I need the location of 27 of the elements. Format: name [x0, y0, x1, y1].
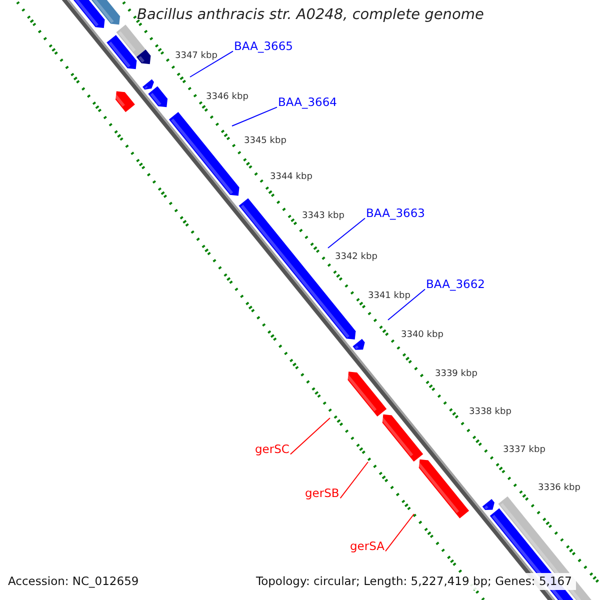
leader-line [232, 106, 278, 126]
position-label: 3342 kbp [335, 252, 378, 262]
position-label: 3347 kbp [175, 51, 218, 62]
leader-line [388, 288, 426, 320]
position-label: 3343 kbp [302, 211, 344, 222]
position-label: 3341 kbp [368, 291, 410, 302]
gene-label: BAA_3665 [234, 40, 293, 54]
gene-label: gerSB [305, 487, 340, 500]
gene-label: BAA_3664 [278, 96, 337, 110]
leader-line [340, 462, 368, 499]
leader-line [384, 514, 414, 552]
leader-line [328, 218, 366, 248]
position-label: 3337 kbp [503, 445, 546, 456]
position-label: 3336 kbp [538, 483, 580, 494]
position-label: 3345 kbp [244, 136, 286, 146]
position-label: 3339 kbp [435, 369, 478, 380]
leader-line [190, 50, 234, 78]
position-label: 3340 kbp [401, 330, 444, 340]
gene-label: BAA_3663 [366, 207, 425, 220]
position-label: 3344 kbp [270, 172, 312, 182]
leader-line [290, 418, 330, 455]
gene-label: gerSA [350, 540, 384, 554]
map-title: Bacillus anthracis str. A0248, complete genome [137, 7, 484, 24]
position-label: 3346 kbp [206, 92, 248, 102]
gene-label: gerSC [255, 443, 290, 456]
position-label: 3338 kbp [469, 407, 512, 418]
gene-label: BAA_3662 [426, 278, 485, 292]
